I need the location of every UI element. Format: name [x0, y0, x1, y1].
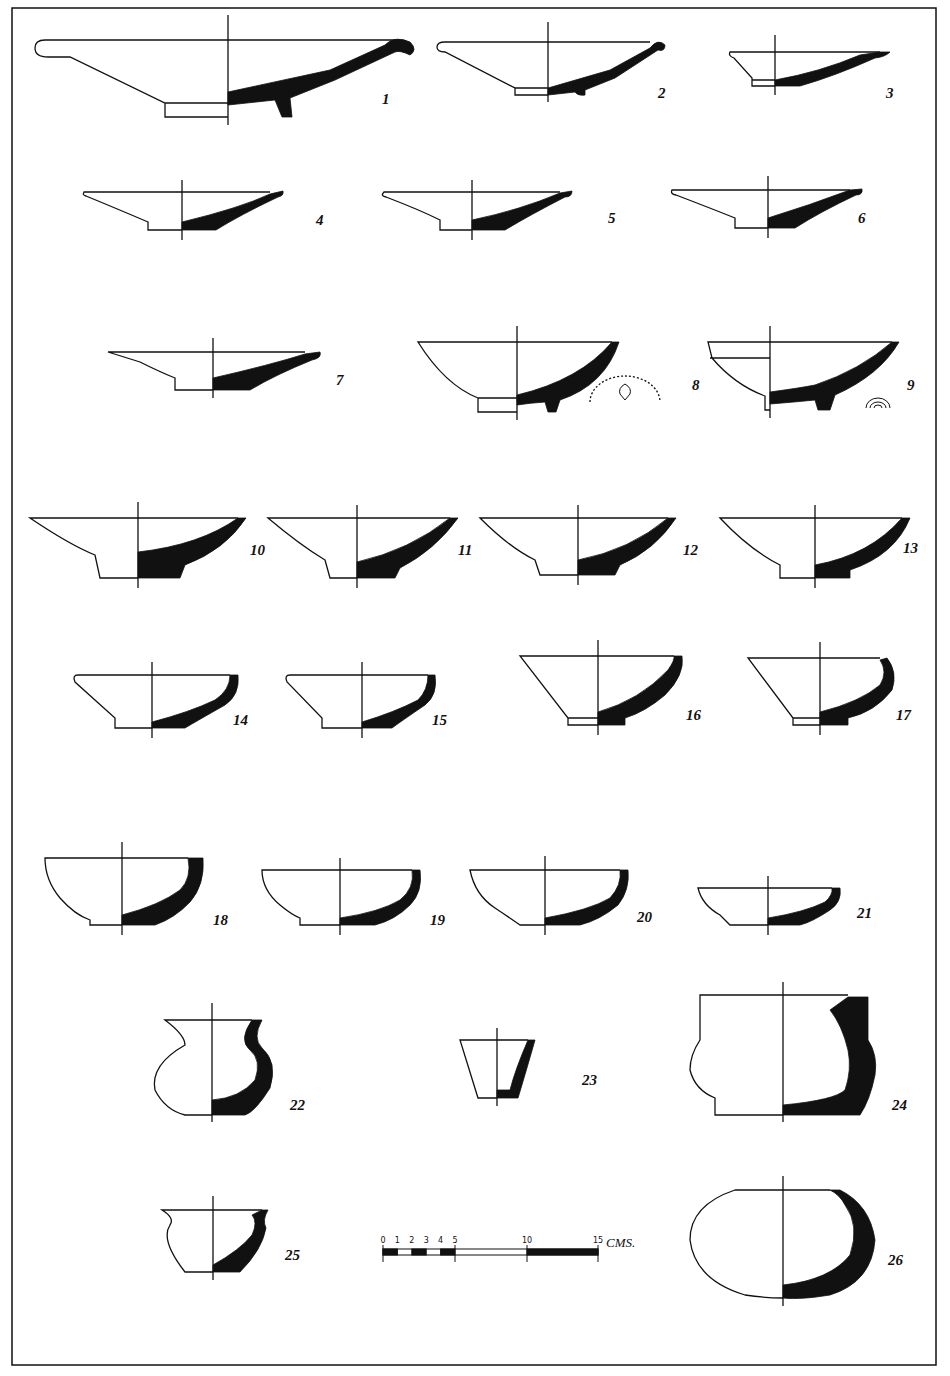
figure-number: 4 [316, 213, 324, 228]
figure-number: 24 [892, 1098, 907, 1113]
scale-tick-label: 0 [380, 1237, 385, 1245]
figure-number: 3 [886, 86, 894, 101]
figure-number: 9 [907, 378, 915, 393]
scale-tick-label: 3 [424, 1237, 429, 1245]
figure-number: 12 [683, 543, 698, 558]
figure-number: 16 [686, 708, 701, 723]
scale-tick-label: 10 [522, 1237, 532, 1245]
figure-number: 18 [213, 913, 228, 928]
figure-number: 17 [896, 708, 911, 723]
figure-number: 20 [637, 910, 652, 925]
figure-number: 15 [432, 713, 447, 728]
figure-number: 10 [250, 543, 265, 558]
scale-tick-label: 5 [452, 1237, 457, 1245]
figure-number: 13 [903, 541, 918, 556]
figure-number: 6 [858, 211, 866, 226]
figure-number: 11 [458, 543, 472, 558]
figure-number: 23 [582, 1073, 597, 1088]
figure-number: 22 [290, 1098, 305, 1113]
figure-number: 21 [857, 906, 872, 921]
figure-number: 8 [692, 378, 700, 393]
figure-number: 2 [658, 86, 666, 101]
figure-number: 5 [608, 211, 616, 226]
scale-tick-label: 1 [395, 1237, 400, 1245]
figure-number: 26 [888, 1253, 903, 1268]
figure-number: 1 [382, 92, 390, 107]
scale-tick-label: 2 [409, 1237, 414, 1245]
figure-number: 14 [233, 713, 248, 728]
scale-bar [383, 1245, 598, 1262]
figure-number: 25 [285, 1248, 300, 1263]
scale-tick-label: 4 [438, 1237, 443, 1245]
scale-unit: CMS. [606, 1236, 635, 1249]
scale-tick-label: 15 [593, 1237, 603, 1245]
figure-number: 19 [430, 913, 445, 928]
plate-frame [12, 8, 936, 1365]
figure-number: 7 [336, 373, 344, 388]
